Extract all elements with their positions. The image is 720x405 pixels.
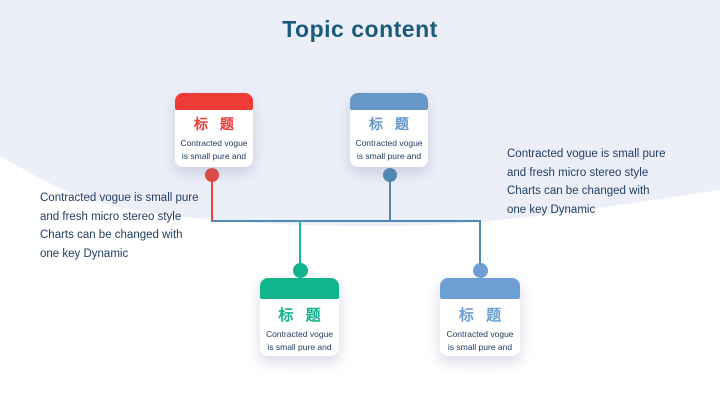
- card-1-body-line1: Contracted vogue: [180, 138, 248, 148]
- card-3-header: [260, 278, 339, 299]
- card-1-title: 标 题: [194, 116, 238, 132]
- card-3: 标 题 Contracted vogue is small pure and: [260, 278, 339, 356]
- page-title: Topic content: [282, 16, 438, 42]
- right-note-line2: and fresh micro stereo style: [507, 166, 649, 179]
- card-4-body: Contracted vogue is small pure and: [440, 328, 520, 354]
- card-2-body-line2: is small pure and: [356, 151, 422, 161]
- left-note-line3: Charts can be changed with: [40, 229, 183, 241]
- left-note-line4: one key Dynamic: [40, 247, 129, 260]
- left-note-line1: Contracted vogue is small pure: [40, 192, 199, 204]
- right-note-line1: Contracted vogue is small pure: [507, 148, 666, 160]
- card-1-body-line2: is small pure and: [181, 151, 247, 161]
- connector-dot-card4: [473, 263, 488, 278]
- card-4-title: 标 题: [458, 307, 506, 324]
- card-2: 标 题 Contracted vogue is small pure and: [350, 93, 428, 167]
- card-3-body-line1: Contracted vogue: [265, 329, 334, 339]
- card-1-header: [175, 93, 253, 110]
- card-3-title: 标 题: [278, 307, 325, 324]
- card-4-body-line1: Contracted vogue: [446, 329, 514, 339]
- connector-line-card1: [211, 176, 213, 221]
- card-2-header: [350, 93, 428, 110]
- connector-horizontal-line: [211, 220, 481, 222]
- connector-dot-card2: [383, 168, 397, 182]
- card-4: 标 题 Contracted vogue is small pure and: [440, 278, 520, 356]
- card-4-body-line2: is small pure and: [447, 342, 513, 352]
- right-note-line3: Charts can be changed with: [507, 185, 650, 197]
- card-1: 标 题 Contracted vogue is small pure and: [175, 93, 253, 167]
- card-3-body: Contracted vogue is small pure and: [260, 328, 339, 354]
- card-1-body: Contracted vogue is small pure and: [175, 137, 253, 163]
- connector-line-card2: [389, 176, 391, 221]
- right-note-line4: one key Dynamic: [507, 203, 596, 216]
- connector-dot-card3: [293, 263, 308, 278]
- card-2-title: 标 题: [369, 116, 413, 132]
- left-note: Contracted vogue is small pure and fresh…: [40, 189, 199, 263]
- card-4-header: [440, 278, 520, 299]
- left-note-line2: and fresh micro stereo style: [40, 210, 182, 223]
- connector-dot-card1: [205, 168, 219, 182]
- card-3-body-line2: is small pure and: [267, 342, 332, 352]
- right-note: Contracted vogue is small pure and fresh…: [507, 145, 666, 219]
- connector-line-card3: [299, 221, 301, 270]
- card-2-body: Contracted vogue is small pure and: [350, 137, 428, 163]
- card-2-body-line1: Contracted vogue: [355, 138, 423, 148]
- connector-line-card4: [479, 221, 481, 270]
